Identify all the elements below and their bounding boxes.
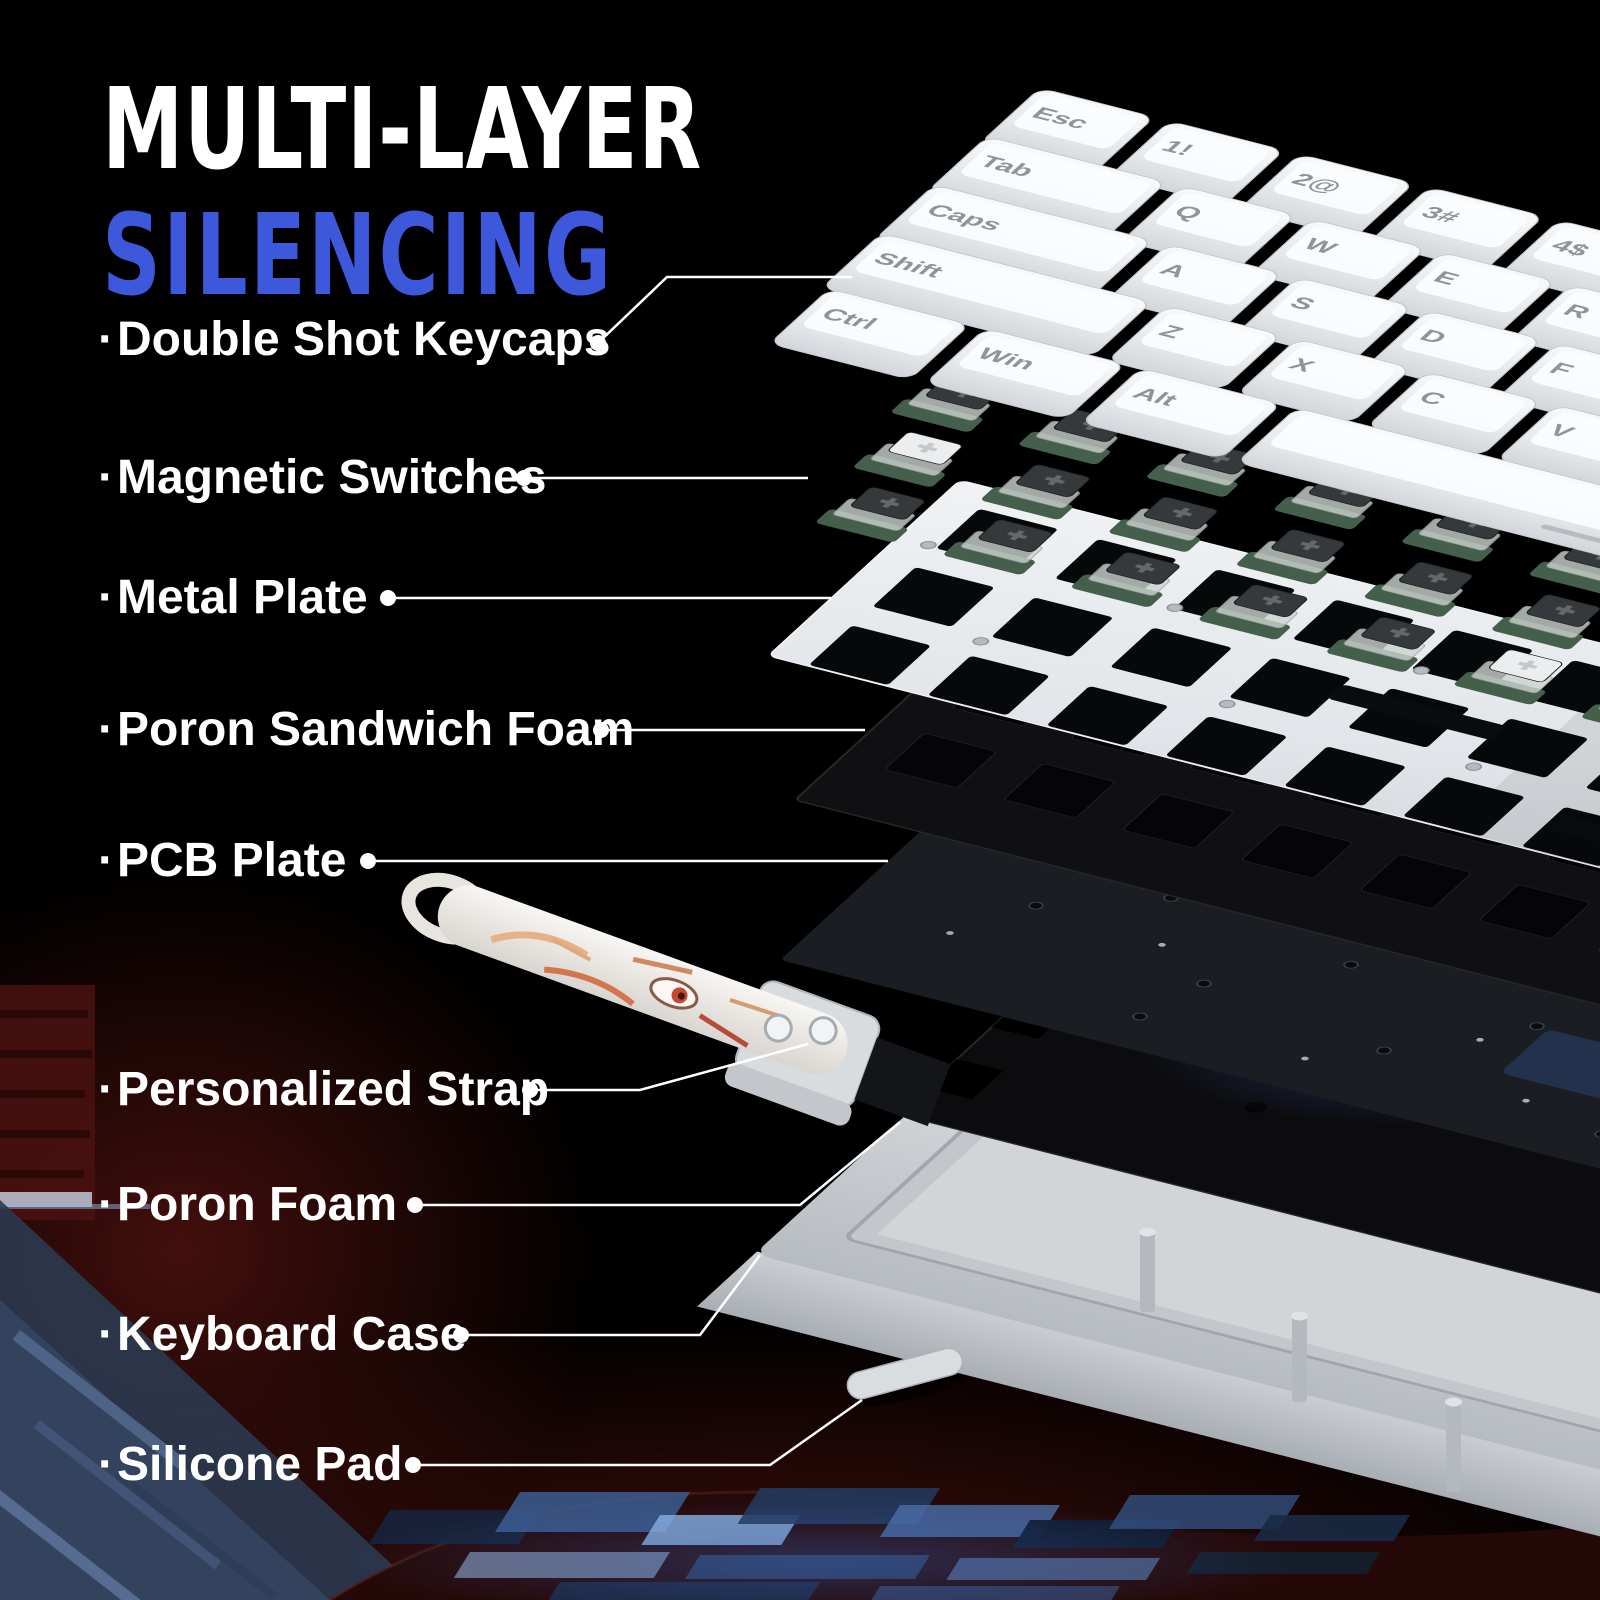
label-text: Keyboard Case [116, 1308, 467, 1361]
silicone-pad [846, 1347, 964, 1407]
label-bullet: · [98, 703, 114, 756]
label-text: Personalized Strap [116, 1063, 550, 1116]
leader-dots [360, 335, 609, 1473]
personalized-strap [401, 872, 951, 1127]
label-text: Poron Foam [116, 1178, 397, 1231]
label-bullet: · [98, 1438, 114, 1491]
svg-text:3#: 3# [1416, 203, 1465, 227]
label-double-shot-keycaps: ·Double Shot Keycaps [98, 313, 610, 367]
label-poron-foam: ·Poron Foam [98, 1178, 397, 1232]
label-metal-plate: ·Metal Plate [98, 571, 368, 625]
label-bullet: · [98, 1178, 114, 1231]
label-silicone-pad: ·Silicone Pad [98, 1438, 402, 1492]
label-text: Magnetic Switches [116, 451, 547, 504]
title-line1: MULTI-LAYER [102, 65, 703, 195]
label-bullet: · [98, 571, 114, 624]
title-line2: SILENCING [102, 191, 614, 321]
leader-silicone-pad [413, 1398, 863, 1467]
label-text: Metal Plate [116, 571, 368, 624]
page-title: MULTI-LAYER SILENCING [102, 74, 924, 312]
leader-poron-foam [415, 1121, 901, 1207]
label-bullet: · [98, 834, 114, 887]
keycaps-layer: Esc1!2@3#4$5%6^7&8*9(0)TabQWERTYUIOCapsA… [774, 90, 1600, 629]
metal-plate-layer [770, 481, 1600, 937]
svg-text:4$: 4$ [1546, 236, 1595, 260]
label-text: Double Shot Keycaps [116, 313, 611, 366]
label-bullet: · [98, 451, 114, 504]
label-poron-sandwich-foam: ·Poron Sandwich Foam [98, 703, 634, 757]
label-magnetic-switches: ·Magnetic Switches [98, 451, 546, 505]
keyboard-case-layer [696, 1073, 1600, 1598]
leader-personalized-strap [530, 1042, 809, 1092]
label-text: Poron Sandwich Foam [116, 703, 635, 756]
leader-keyboard-case [461, 1254, 761, 1337]
label-pcb-plate: ·PCB Plate [98, 834, 346, 888]
leader-double-shot-keycaps [597, 275, 852, 344]
label-text: PCB Plate [116, 834, 347, 887]
label-bullet: · [98, 1308, 114, 1361]
label-bullet: · [98, 313, 114, 366]
case-standoff-posts [1139, 1227, 1462, 1492]
magnetic-switches-layer [816, 377, 1600, 737]
label-text: Silicone Pad [116, 1438, 403, 1491]
leader-lines [368, 275, 901, 1467]
label-personalized-strap: ·Personalized Strap [98, 1063, 549, 1117]
label-bullet: · [98, 1063, 114, 1116]
label-keyboard-case: ·Keyboard Case [98, 1308, 466, 1362]
